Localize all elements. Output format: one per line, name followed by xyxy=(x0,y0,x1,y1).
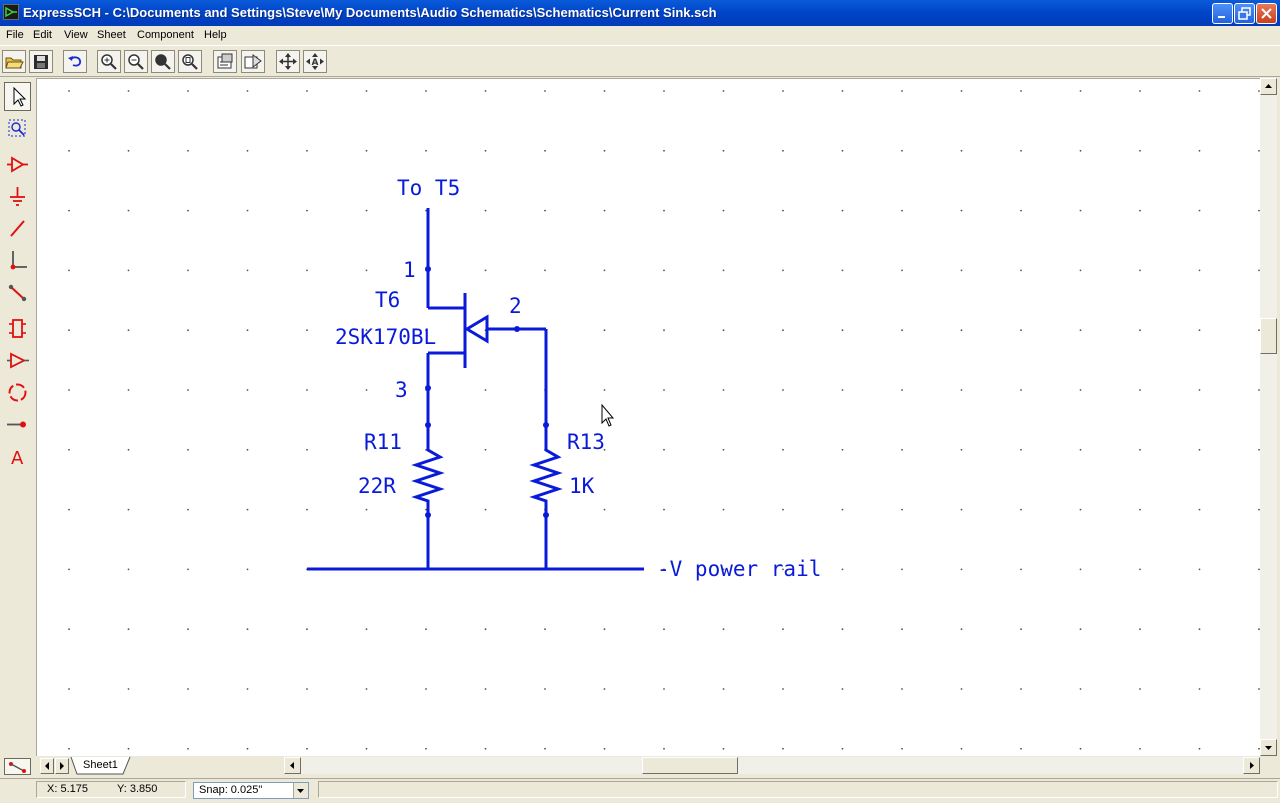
select-arrow-icon[interactable] xyxy=(4,82,31,111)
circle-icon[interactable] xyxy=(4,378,31,407)
snap-select[interactable]: Snap: 0.025" xyxy=(193,782,309,799)
jfet-gate-arrow xyxy=(464,314,489,344)
svg-text:A: A xyxy=(11,448,24,469)
sheet-tab-shape xyxy=(70,756,131,775)
menu-sheet[interactable]: Sheet xyxy=(97,29,126,41)
menu-component[interactable]: Component xyxy=(137,29,194,41)
zoom-select-icon[interactable] xyxy=(4,114,31,143)
pin-2-label: 2 xyxy=(509,294,522,318)
schematic-canvas[interactable]: To T5 1 T6 2 2SK170BL 3 R11 22R R13 1K -… xyxy=(36,78,1260,756)
r13-resistor xyxy=(529,442,563,516)
r11-ref-label: R11 xyxy=(364,430,402,454)
grid-dots xyxy=(68,90,1260,750)
auto-pan-icon[interactable]: A xyxy=(303,50,327,73)
r11-resistor xyxy=(411,442,445,516)
horizontal-scrollbar[interactable] xyxy=(284,757,1260,774)
zoom-out-icon[interactable] xyxy=(124,50,148,73)
pin-dots xyxy=(425,266,549,518)
open-icon[interactable] xyxy=(2,50,26,73)
rail-label: -V power rail xyxy=(657,557,821,581)
minimize-button[interactable] xyxy=(1212,3,1233,24)
r11-value-label: 22R xyxy=(358,474,396,498)
menu-help[interactable]: Help xyxy=(204,29,227,41)
ground-icon[interactable] xyxy=(4,182,31,211)
pin-1-label: 1 xyxy=(403,258,416,282)
zoom-area-icon[interactable] xyxy=(151,50,175,73)
junction-icon[interactable] xyxy=(4,410,31,439)
schematic-wires xyxy=(307,208,644,571)
buffer-icon[interactable] xyxy=(4,346,31,375)
t6-part-label: 2SK170BL xyxy=(335,325,436,349)
scroll-down-button[interactable] xyxy=(1260,739,1277,756)
ic-icon[interactable] xyxy=(4,314,31,343)
t6-ref-label: T6 xyxy=(375,288,400,312)
tab-sheet1[interactable]: Sheet1 xyxy=(83,759,118,771)
status-message xyxy=(318,781,1278,798)
vertical-scroll-thumb[interactable] xyxy=(1260,318,1277,354)
snap-value: Snap: 0.025" xyxy=(199,784,263,796)
svg-text:A: A xyxy=(312,58,319,68)
menu-edit[interactable]: Edit xyxy=(33,29,52,41)
zoom-in-icon[interactable] xyxy=(97,50,121,73)
scroll-left-button[interactable] xyxy=(284,757,301,774)
restore-button[interactable] xyxy=(1234,3,1255,24)
tool-palette: A xyxy=(0,78,36,754)
menu-bar: File Edit View Sheet Component Help xyxy=(0,26,1280,45)
text-icon[interactable]: A xyxy=(4,442,31,471)
horizontal-scroll-thumb[interactable] xyxy=(642,757,738,774)
tab-tool-icon[interactable] xyxy=(4,758,31,775)
window-title: ExpressSCH - C:\Documents and Settings\S… xyxy=(23,5,717,20)
save-icon[interactable] xyxy=(29,50,53,73)
label-to-t5: To T5 xyxy=(397,176,460,200)
status-bar: X: 5.175 Y: 3.850 Snap: 0.025" xyxy=(0,778,1280,800)
component-properties-icon[interactable] xyxy=(241,50,265,73)
r13-value-label: 1K xyxy=(569,474,595,498)
main-toolbar: A xyxy=(0,45,1280,77)
scroll-up-button[interactable] xyxy=(1260,78,1277,95)
x-coordinate: X: 5.175 xyxy=(47,783,88,795)
vertical-scrollbar[interactable] xyxy=(1260,78,1277,756)
undo-icon[interactable] xyxy=(63,50,87,73)
chevron-down-icon[interactable] xyxy=(293,783,308,798)
component-icon[interactable] xyxy=(4,150,31,179)
coordinate-readout: X: 5.175 Y: 3.850 xyxy=(36,781,186,798)
mouse-cursor-icon xyxy=(601,403,615,427)
pin-3-label: 3 xyxy=(395,378,408,402)
tab-scroll-right-button[interactable] xyxy=(55,758,69,774)
scroll-right-button[interactable] xyxy=(1243,757,1260,774)
tab-scroll-left-button[interactable] xyxy=(40,758,54,774)
properties-icon[interactable] xyxy=(213,50,237,73)
y-coordinate: Y: 3.850 xyxy=(117,783,158,795)
zoom-page-icon[interactable] xyxy=(178,50,202,73)
wire-icon[interactable] xyxy=(4,214,31,243)
menu-file[interactable]: File xyxy=(6,29,24,41)
menu-view[interactable]: View xyxy=(64,29,88,41)
wire-corner-icon[interactable] xyxy=(4,246,31,275)
title-bar: ExpressSCH - C:\Documents and Settings\S… xyxy=(0,0,1280,26)
pan-icon[interactable] xyxy=(276,50,300,73)
bus-icon[interactable] xyxy=(4,278,31,307)
close-button[interactable] xyxy=(1256,3,1277,24)
app-icon xyxy=(3,4,19,20)
r13-ref-label: R13 xyxy=(567,430,605,454)
